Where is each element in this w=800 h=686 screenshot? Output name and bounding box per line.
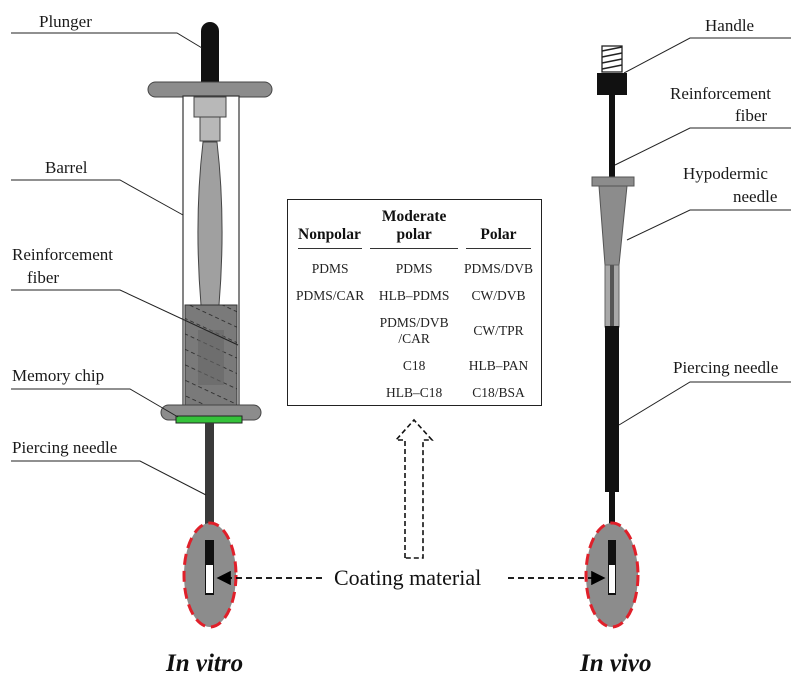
table-cell: C18: [402, 358, 426, 373]
coating-material-table: Nonpolar Moderate polar Polar PDMS PDMS …: [287, 199, 542, 406]
handle-cap: [597, 73, 627, 95]
label-hypodermic-needle-1: Hypodermic: [683, 164, 768, 183]
plunger-rod: [201, 40, 219, 90]
label-barrel: Barrel: [45, 158, 88, 177]
in-vivo-device: [584, 45, 640, 629]
table-cell: HLB–C18: [385, 385, 443, 400]
table-cell: PDMS/CAR: [296, 288, 365, 303]
label-reinforcement-fiber-vivo-2: fiber: [735, 106, 768, 125]
label-piercing-needle-vitro: Piercing needle: [12, 438, 118, 457]
header-polar: Polar: [462, 208, 535, 255]
table-cell: [294, 379, 366, 406]
label-plunger: Plunger: [39, 12, 92, 31]
label-handle: Handle: [705, 16, 755, 35]
label-reinforcement-fiber-vitro-1: Reinforcement: [12, 245, 114, 264]
plunger-spindle: [197, 141, 223, 306]
label-piercing-needle-vivo: Piercing needle: [673, 358, 779, 377]
label-memory-chip: Memory chip: [12, 366, 105, 385]
header-nonpolar: Nonpolar: [294, 208, 366, 255]
table-header-row: Nonpolar Moderate polar Polar: [294, 208, 535, 255]
table-cell: PDMS/DVB /CAR: [379, 315, 449, 346]
label-reinforcement-fiber-vivo-1: Reinforcement: [670, 84, 772, 103]
table-cell: [294, 309, 366, 352]
memory-chip: [175, 415, 243, 424]
table-cell: PDMS: [311, 261, 349, 276]
table-row: C18 HLB–PAN: [294, 352, 535, 379]
table-row: PDMS/CAR HLB–PDMS CW/DVB: [294, 282, 535, 309]
hypodermic-needle-hub: [598, 185, 628, 266]
plunger-connector-lower: [199, 116, 221, 142]
table-cell: HLB–PDMS: [378, 288, 450, 303]
table-row: PDMS/DVB /CAR CW/TPR: [294, 309, 535, 352]
label-reinforcement-fiber-vitro-2: fiber: [27, 268, 60, 287]
table-cell: C18/BSA: [472, 385, 525, 400]
in-vivo-reinforcement-fiber: [609, 95, 615, 180]
table-cell: CW/DVB: [471, 288, 526, 303]
hypodermic-hub-cap: [591, 176, 635, 187]
table-row: PDMS PDMS PDMS/DVB: [294, 255, 535, 282]
label-coating-material: Coating material: [330, 565, 486, 591]
caption-in-vitro: In vitro: [166, 650, 244, 677]
label-hypodermic-needle-2: needle: [733, 187, 778, 206]
table-cell: PDMS/DVB: [463, 261, 533, 276]
table-cell: CW/TPR: [473, 323, 524, 338]
table-cell: PDMS: [395, 261, 433, 276]
in-vitro-leader-lines: [11, 32, 239, 496]
in-vivo-leader-lines: [614, 37, 791, 426]
caption-in-vivo: In vivo: [580, 650, 652, 677]
in-vitro-fiber-tip: [206, 565, 213, 593]
plunger-flange: [147, 81, 273, 98]
in-vivo-piercing-needle: [605, 326, 619, 492]
in-vitro-piercing-needle: [205, 423, 214, 556]
in-vitro-syringe: [147, 22, 273, 629]
coating-table: Nonpolar Moderate polar Polar PDMS PDMS …: [294, 208, 535, 406]
header-moderate-polar: Moderate polar: [366, 208, 462, 255]
plunger-connector-upper: [193, 96, 227, 118]
coating-up-arrow: [394, 418, 434, 559]
table-cell: [294, 352, 366, 379]
in-vivo-fiber-tip: [609, 565, 615, 593]
table-cell: HLB–PAN: [468, 358, 529, 373]
table-row: HLB–C18 C18/BSA: [294, 379, 535, 406]
